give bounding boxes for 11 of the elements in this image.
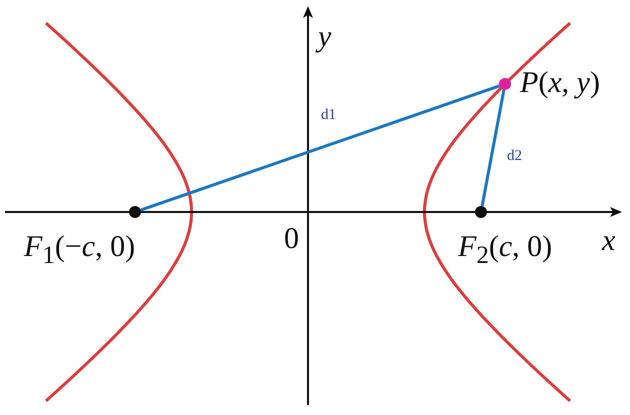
point-dot xyxy=(499,78,511,90)
line-segment xyxy=(140,84,500,212)
line-segment xyxy=(480,90,506,206)
point-label: F$_{2}$(c, 0) xyxy=(458,232,552,268)
point-dot xyxy=(129,206,141,218)
point-label: P(x, y) xyxy=(520,68,600,98)
axis-label: y xyxy=(318,22,332,52)
point-dot xyxy=(475,206,487,218)
origin-label: 0 xyxy=(284,224,299,254)
axis-label: x xyxy=(602,226,616,256)
point-label: F$_{1}$(−c, 0) xyxy=(24,232,136,268)
